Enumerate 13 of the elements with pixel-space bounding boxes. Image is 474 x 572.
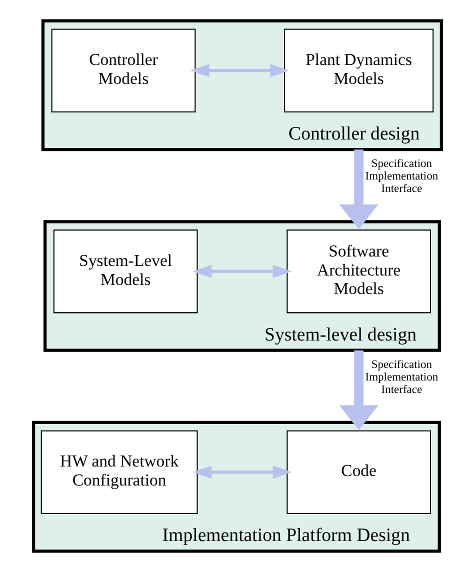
node-box: Software Architecture Models	[286, 230, 430, 314]
arrow	[192, 264, 292, 278]
node-box: HW and Network Configuration	[40, 430, 198, 514]
edge-label: Specification Implementation Interface	[364, 358, 438, 396]
arrow	[192, 466, 292, 479]
node-box: Plant Dynamics Models	[284, 28, 434, 112]
arrow	[338, 350, 378, 430]
node-box: System-Level Models	[52, 230, 198, 314]
edge-label: Specification Implementation Interface	[364, 158, 438, 196]
node-box: Code	[286, 430, 430, 514]
arrow	[338, 150, 378, 230]
node-box: Controller Models	[50, 28, 196, 112]
arrow	[190, 64, 289, 78]
